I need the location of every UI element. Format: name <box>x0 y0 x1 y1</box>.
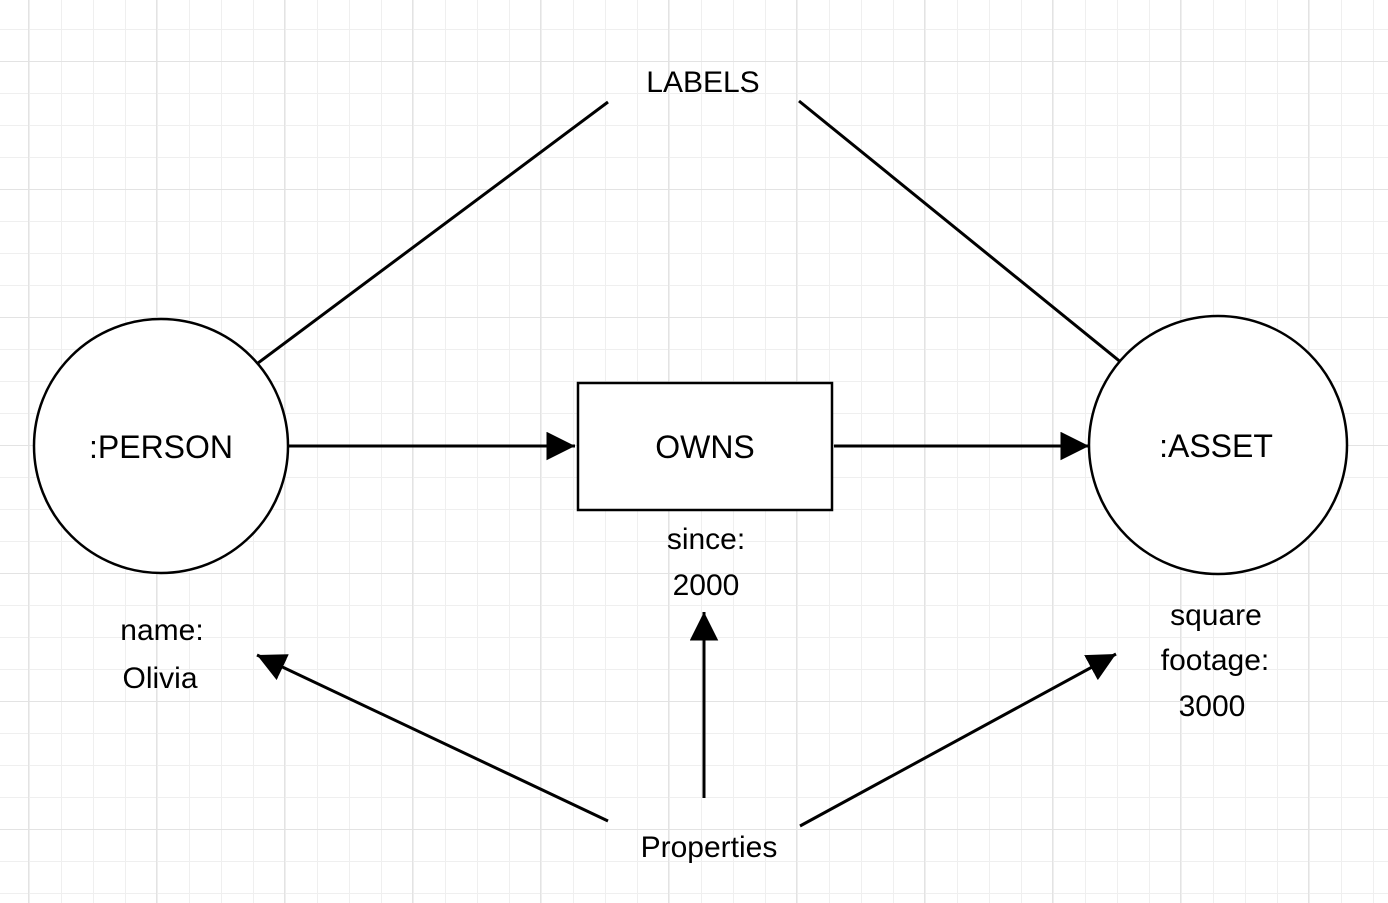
labels-to-asset-arrow <box>798 99 1182 413</box>
asset-property-line2: footage: <box>1161 644 1269 677</box>
person-node-label: :PERSON <box>89 429 233 465</box>
person-property-line2: Olivia <box>122 662 197 695</box>
asset-node-circle <box>1087 314 1349 576</box>
asset-property-line1: square <box>1170 599 1262 632</box>
properties-annotation: Properties <box>641 831 778 864</box>
labels-to-person-arrow <box>194 100 609 412</box>
properties-to-person-property-arrow <box>256 653 609 823</box>
relationship-property-line1: since: <box>667 523 745 556</box>
relationship-property-line2: 2000 <box>673 569 740 602</box>
asset-property-line3: 3000 <box>1179 690 1246 723</box>
labels-annotation: LABELS <box>646 66 759 99</box>
properties-to-asset-property-arrow <box>799 652 1117 828</box>
person-property-line1: name: <box>120 614 203 647</box>
owns-relationship-box <box>576 381 834 512</box>
asset-node-label: :ASSET <box>1159 428 1273 464</box>
owns-relationship-label: OWNS <box>655 429 755 465</box>
person-node-circle <box>32 317 290 575</box>
